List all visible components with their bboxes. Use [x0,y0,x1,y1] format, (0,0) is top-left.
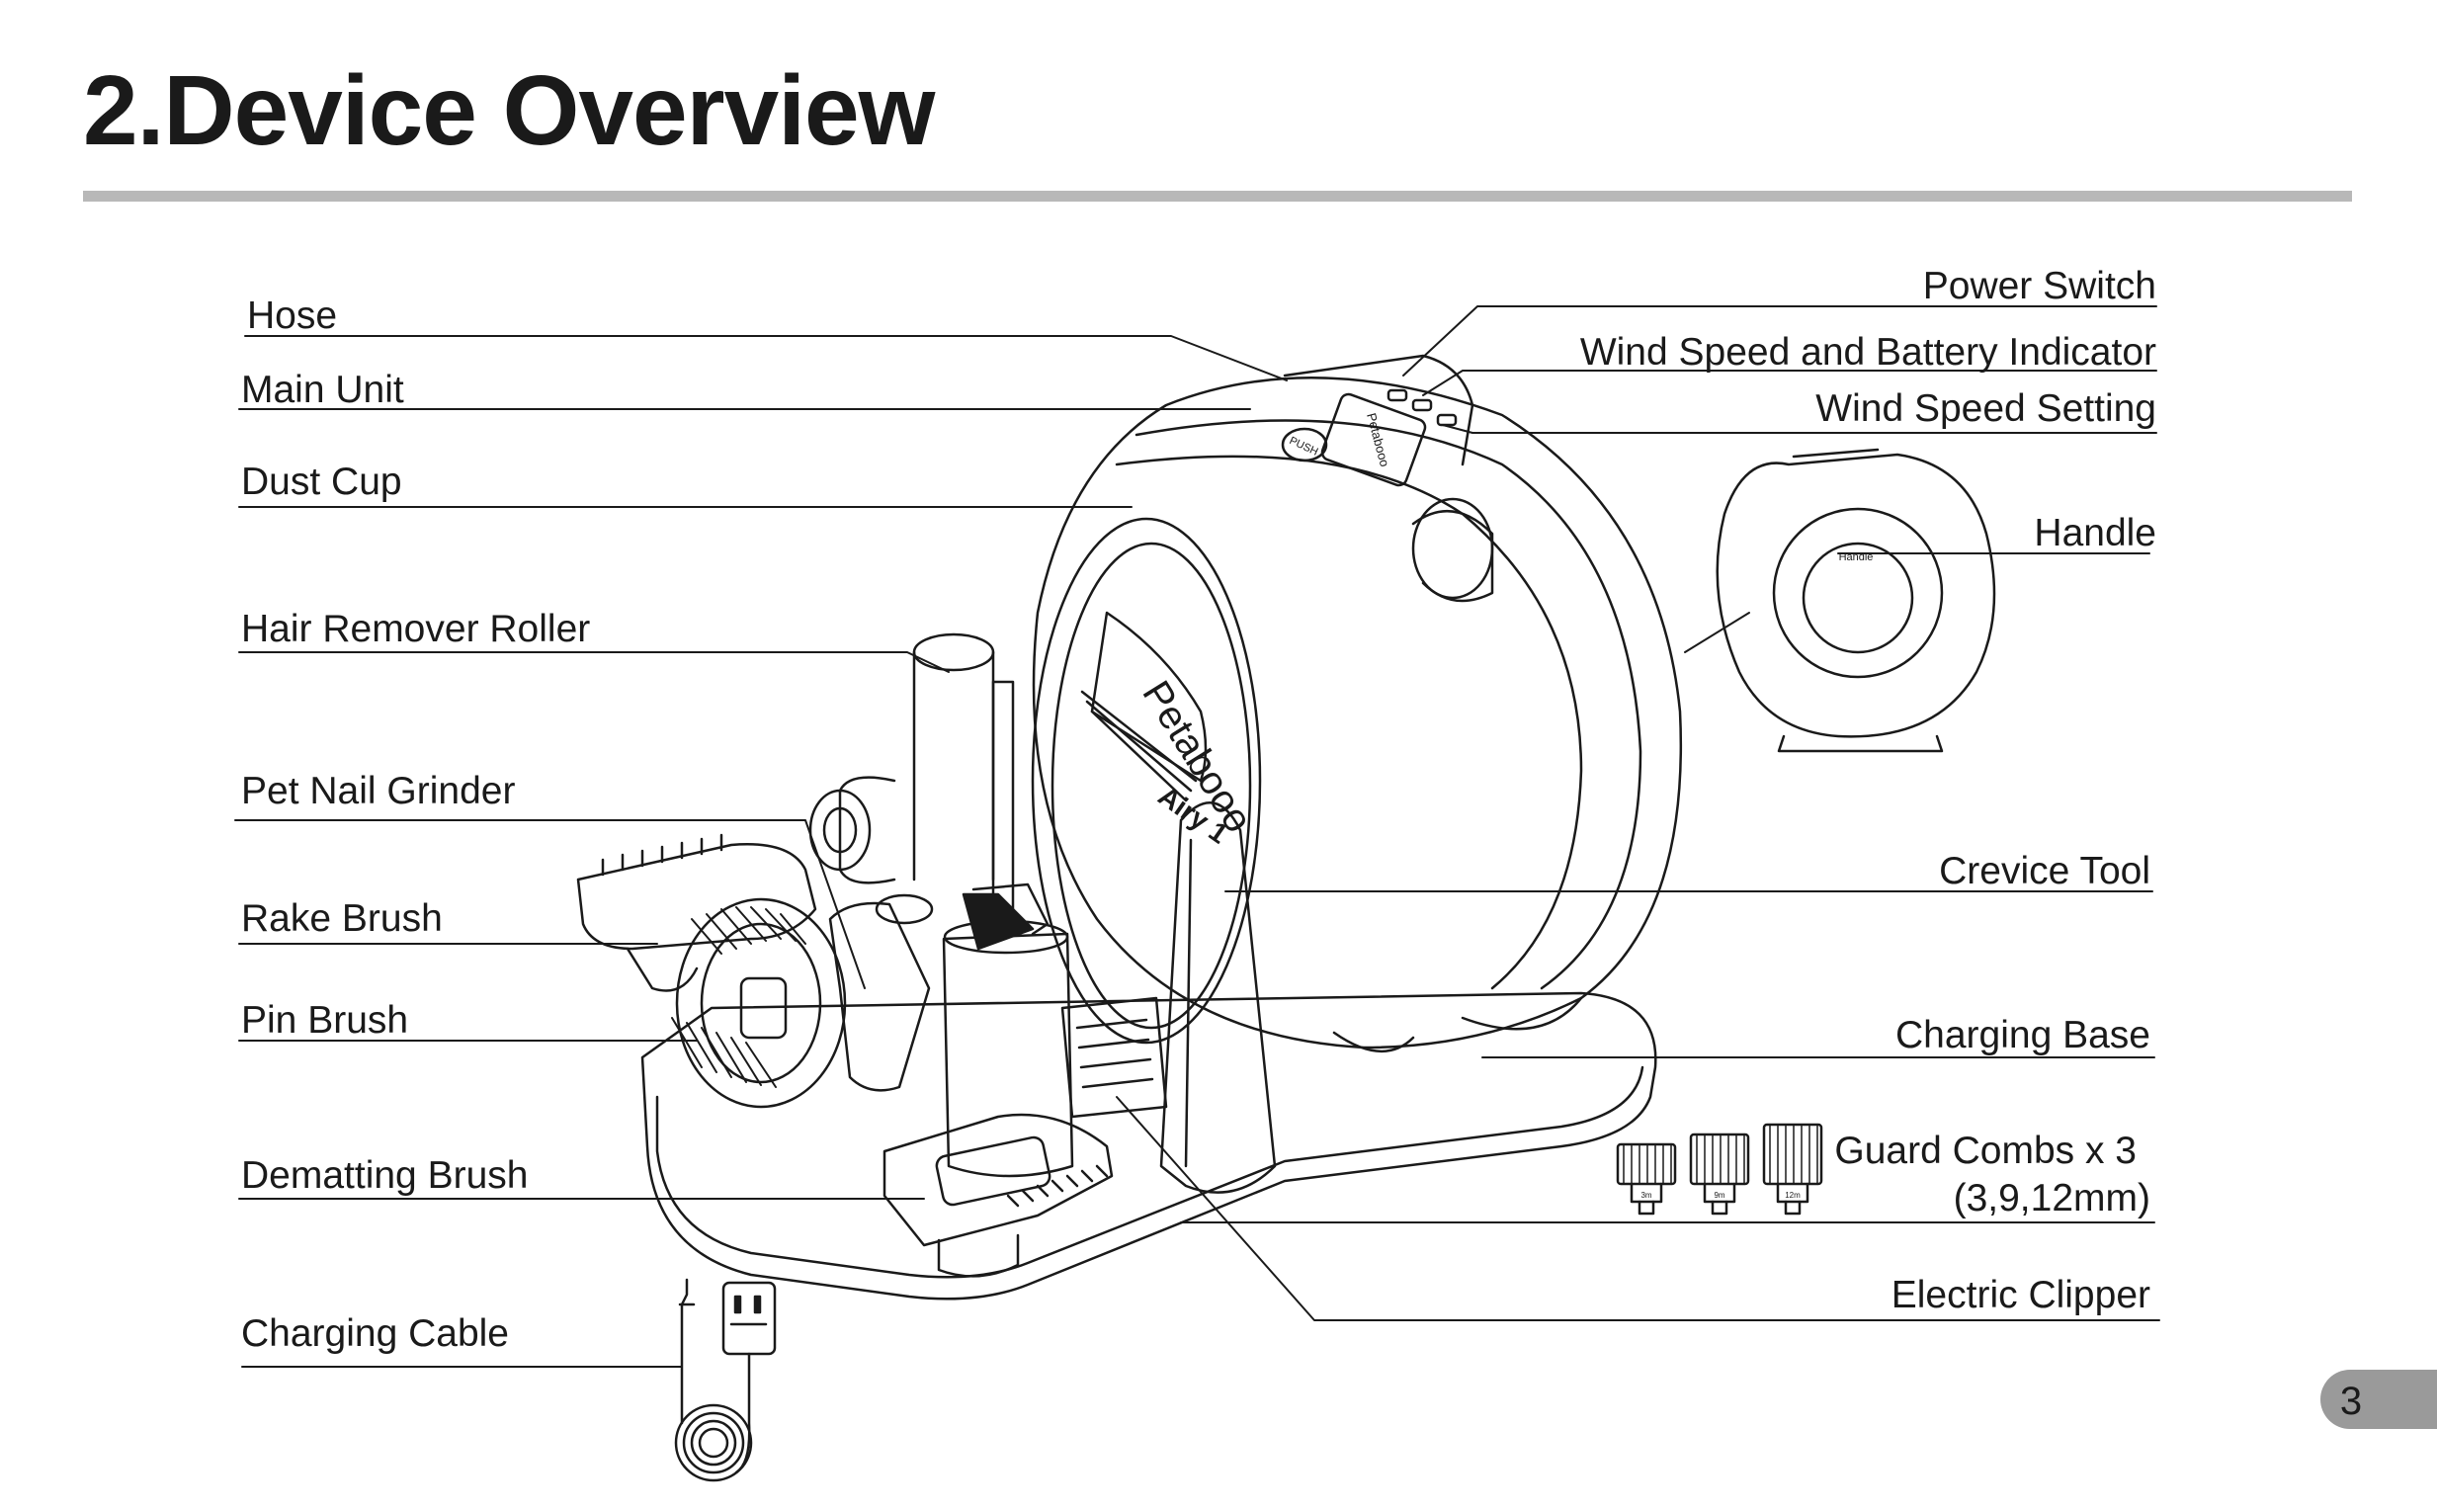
page-title: 2.Device Overview [83,55,935,166]
label-hair-remover-roller: Hair Remover Roller [241,608,591,650]
label-electric-clipper: Electric Clipper [1891,1274,2150,1316]
pin-brush [671,897,847,1109]
label-dematting-brush: Dematting Brush [241,1154,529,1197]
display-brand: Petabooo [1364,411,1392,468]
label-dust-cup: Dust Cup [241,461,402,503]
label-main-unit: Main Unit [241,369,404,411]
handle-inset: Handle [1716,448,1996,753]
guard-combs-tray [1060,996,1168,1119]
label-guard-combs: Guard Combs x 3 [1834,1130,2137,1172]
label-pin-brush: Pin Brush [241,999,409,1042]
label-rake-brush: Rake Brush [241,897,443,940]
push-button-label: PUSH [1288,435,1320,459]
label-charging-base: Charging Base [1895,1014,2150,1056]
page-number-tab: 3 [2320,1370,2437,1429]
dematting-brush [882,1113,1114,1278]
rake-brush [576,833,817,992]
label-wind-speed-battery-indicator: Wind Speed and Battery Indicator [1579,331,2156,374]
electric-clipper [942,882,1074,1178]
leader-lines [234,305,2160,1368]
comb-size-2: 9m [1714,1191,1724,1200]
comb-size-1: 3m [1640,1191,1651,1200]
comb-size-3: 12m [1785,1191,1801,1200]
main-unit: PUSH Petabooo Petabooo Airy 1 [1031,354,1683,1052]
label-crevice-tool: Crevice Tool [1939,850,2150,892]
label-handle: Handle [2034,512,2156,554]
title-divider [83,191,2352,202]
crevice-tool [1159,801,1277,1194]
guard-combs-icon: 3m 9m 12m [1616,1123,1823,1216]
label-guard-combs-sizes: (3,9,12mm) [1953,1177,2150,1219]
label-wind-speed-setting: Wind Speed Setting [1815,387,2156,430]
label-hose: Hose [247,294,338,337]
label-charging-cable: Charging Cable [241,1312,510,1355]
pet-nail-grinder [828,893,934,1092]
charging-cable [674,1278,777,1482]
label-pet-nail-grinder: Pet Nail Grinder [241,770,516,812]
label-power-switch: Power Switch [1922,265,2156,307]
page-number: 3 [2339,1380,2363,1423]
handle-tag: Handle [1839,551,1874,563]
hair-remover-roller [808,632,1015,931]
